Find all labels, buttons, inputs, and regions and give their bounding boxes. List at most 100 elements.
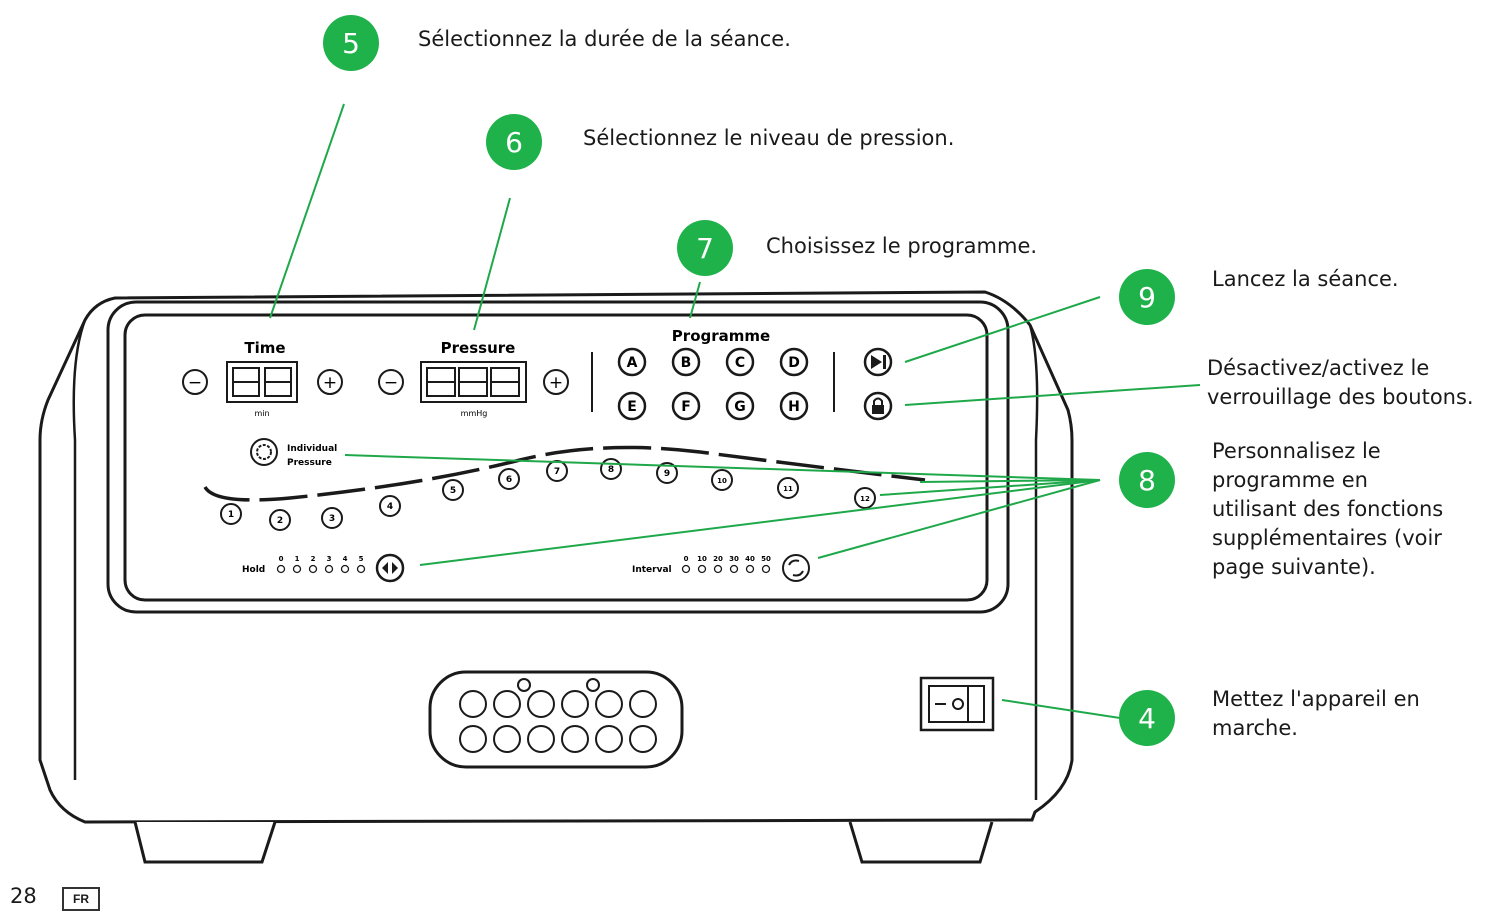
chamber-2[interactable]: 2	[269, 509, 291, 531]
chamber-number: 8	[608, 465, 614, 475]
chamber-9[interactable]: 9	[656, 462, 678, 484]
callout-text-5: Sélectionnez la durée de la séance.	[418, 25, 791, 54]
chamber-number: 3	[329, 514, 335, 524]
scale-led	[745, 564, 755, 574]
power-switch[interactable]	[919, 676, 995, 732]
connector-pin	[586, 678, 600, 692]
chamber-3[interactable]: 3	[321, 507, 343, 529]
scale-led	[308, 564, 318, 574]
scale-value: 4	[343, 555, 348, 563]
pressure-minus-button[interactable]: −	[378, 369, 404, 395]
pressure-plus-button[interactable]: +	[543, 369, 569, 395]
leader-line	[344, 454, 1101, 481]
gear-icon	[256, 444, 272, 460]
program-letter: C	[735, 355, 745, 371]
program-button-c[interactable]: C	[725, 347, 755, 377]
program-letter: E	[627, 399, 637, 415]
program-button-e[interactable]: E	[617, 391, 647, 421]
chamber-4[interactable]: 4	[379, 495, 401, 517]
program-letter: D	[788, 355, 800, 371]
scale-value: 1	[295, 555, 300, 563]
plus-icon: +	[549, 373, 563, 393]
chamber-5[interactable]: 5	[442, 479, 464, 501]
connector-port	[629, 725, 657, 753]
chamber-7[interactable]: 7	[546, 460, 568, 482]
callout-line: Personnalisez le	[1212, 439, 1381, 463]
callout-line: verrouillage des boutons.	[1207, 385, 1474, 409]
program-button-g[interactable]: G	[725, 391, 755, 421]
plus-icon: +	[323, 373, 337, 393]
page-number: 28	[10, 884, 37, 908]
chamber-number: 4	[387, 502, 393, 512]
program-button-b[interactable]: B	[671, 347, 701, 377]
connector-port	[527, 690, 555, 718]
callout-line: utilisant des fonctions	[1212, 497, 1444, 521]
program-button-d[interactable]: D	[779, 347, 809, 377]
lock-button[interactable]	[863, 391, 893, 421]
program-button-a[interactable]: A	[617, 347, 647, 377]
time-display-digits	[232, 367, 292, 397]
leader-line	[879, 479, 1101, 496]
chamber-12[interactable]: 12	[854, 487, 876, 509]
refresh-icon	[788, 559, 804, 577]
callout-line: Sélectionnez la durée de la séance.	[418, 27, 791, 51]
svg-text:9: 9	[1138, 281, 1156, 314]
callout-text-lock: Désactivez/activez le verrouillage des bo…	[1207, 354, 1474, 412]
callout-badge-8: 8	[1119, 452, 1175, 508]
scale-led	[276, 564, 286, 574]
chamber-number: 5	[450, 486, 456, 496]
svg-text:8: 8	[1138, 464, 1156, 497]
scale-value: 0	[684, 555, 689, 563]
leader-line	[473, 197, 511, 331]
program-button-f[interactable]: F	[671, 391, 701, 421]
start-pause-button[interactable]	[863, 347, 893, 377]
callout-line: supplémentaires (voir	[1212, 526, 1442, 550]
program-button-h[interactable]: H	[779, 391, 809, 421]
play-pause-icon	[871, 355, 886, 369]
callout-line: marche.	[1212, 716, 1298, 740]
scale-led	[761, 564, 771, 574]
time-minus-button[interactable]: −	[182, 369, 208, 395]
scale-value: 2	[311, 555, 316, 563]
leader-line	[689, 281, 701, 319]
scale-led	[729, 564, 739, 574]
chamber-number: 6	[506, 475, 512, 485]
scale-value: 3	[327, 555, 332, 563]
callout-badge-6: 6	[486, 114, 542, 170]
connector-port	[561, 725, 589, 753]
program-letter: F	[681, 399, 691, 415]
chamber-number: 2	[277, 516, 283, 526]
connector-port	[459, 690, 487, 718]
chamber-1[interactable]: 1	[220, 503, 242, 525]
interval-button[interactable]	[782, 554, 810, 582]
callout-line: Sélectionnez le niveau de pression.	[583, 126, 955, 150]
connector-pin	[517, 678, 531, 692]
scale-led	[340, 564, 350, 574]
chamber-6[interactable]: 6	[498, 468, 520, 490]
connector-port	[493, 690, 521, 718]
foot-right	[848, 821, 994, 864]
time-plus-button[interactable]: +	[317, 369, 343, 395]
device-body-side-right	[1028, 324, 1039, 800]
scale-value: 5	[359, 555, 364, 563]
leader-line	[1001, 699, 1121, 719]
individual-pressure-button[interactable]	[250, 438, 278, 466]
scale-value: 40	[745, 555, 755, 563]
chamber-11[interactable]: 11	[777, 477, 799, 499]
callout-line: Désactivez/activez le	[1207, 356, 1430, 380]
callout-badge-5: 5	[323, 15, 379, 71]
chamber-8[interactable]: 8	[600, 458, 622, 480]
hold-button[interactable]	[375, 553, 405, 583]
lock-icon	[872, 397, 884, 414]
scale-led	[713, 564, 723, 574]
left-right-arrows-icon	[382, 562, 398, 574]
callout-text-7: Choisissez le programme.	[766, 232, 1037, 261]
leader-line	[904, 384, 1201, 406]
chamber-10[interactable]: 10	[711, 469, 733, 491]
connector-port	[595, 690, 623, 718]
svg-text:7: 7	[696, 232, 714, 265]
